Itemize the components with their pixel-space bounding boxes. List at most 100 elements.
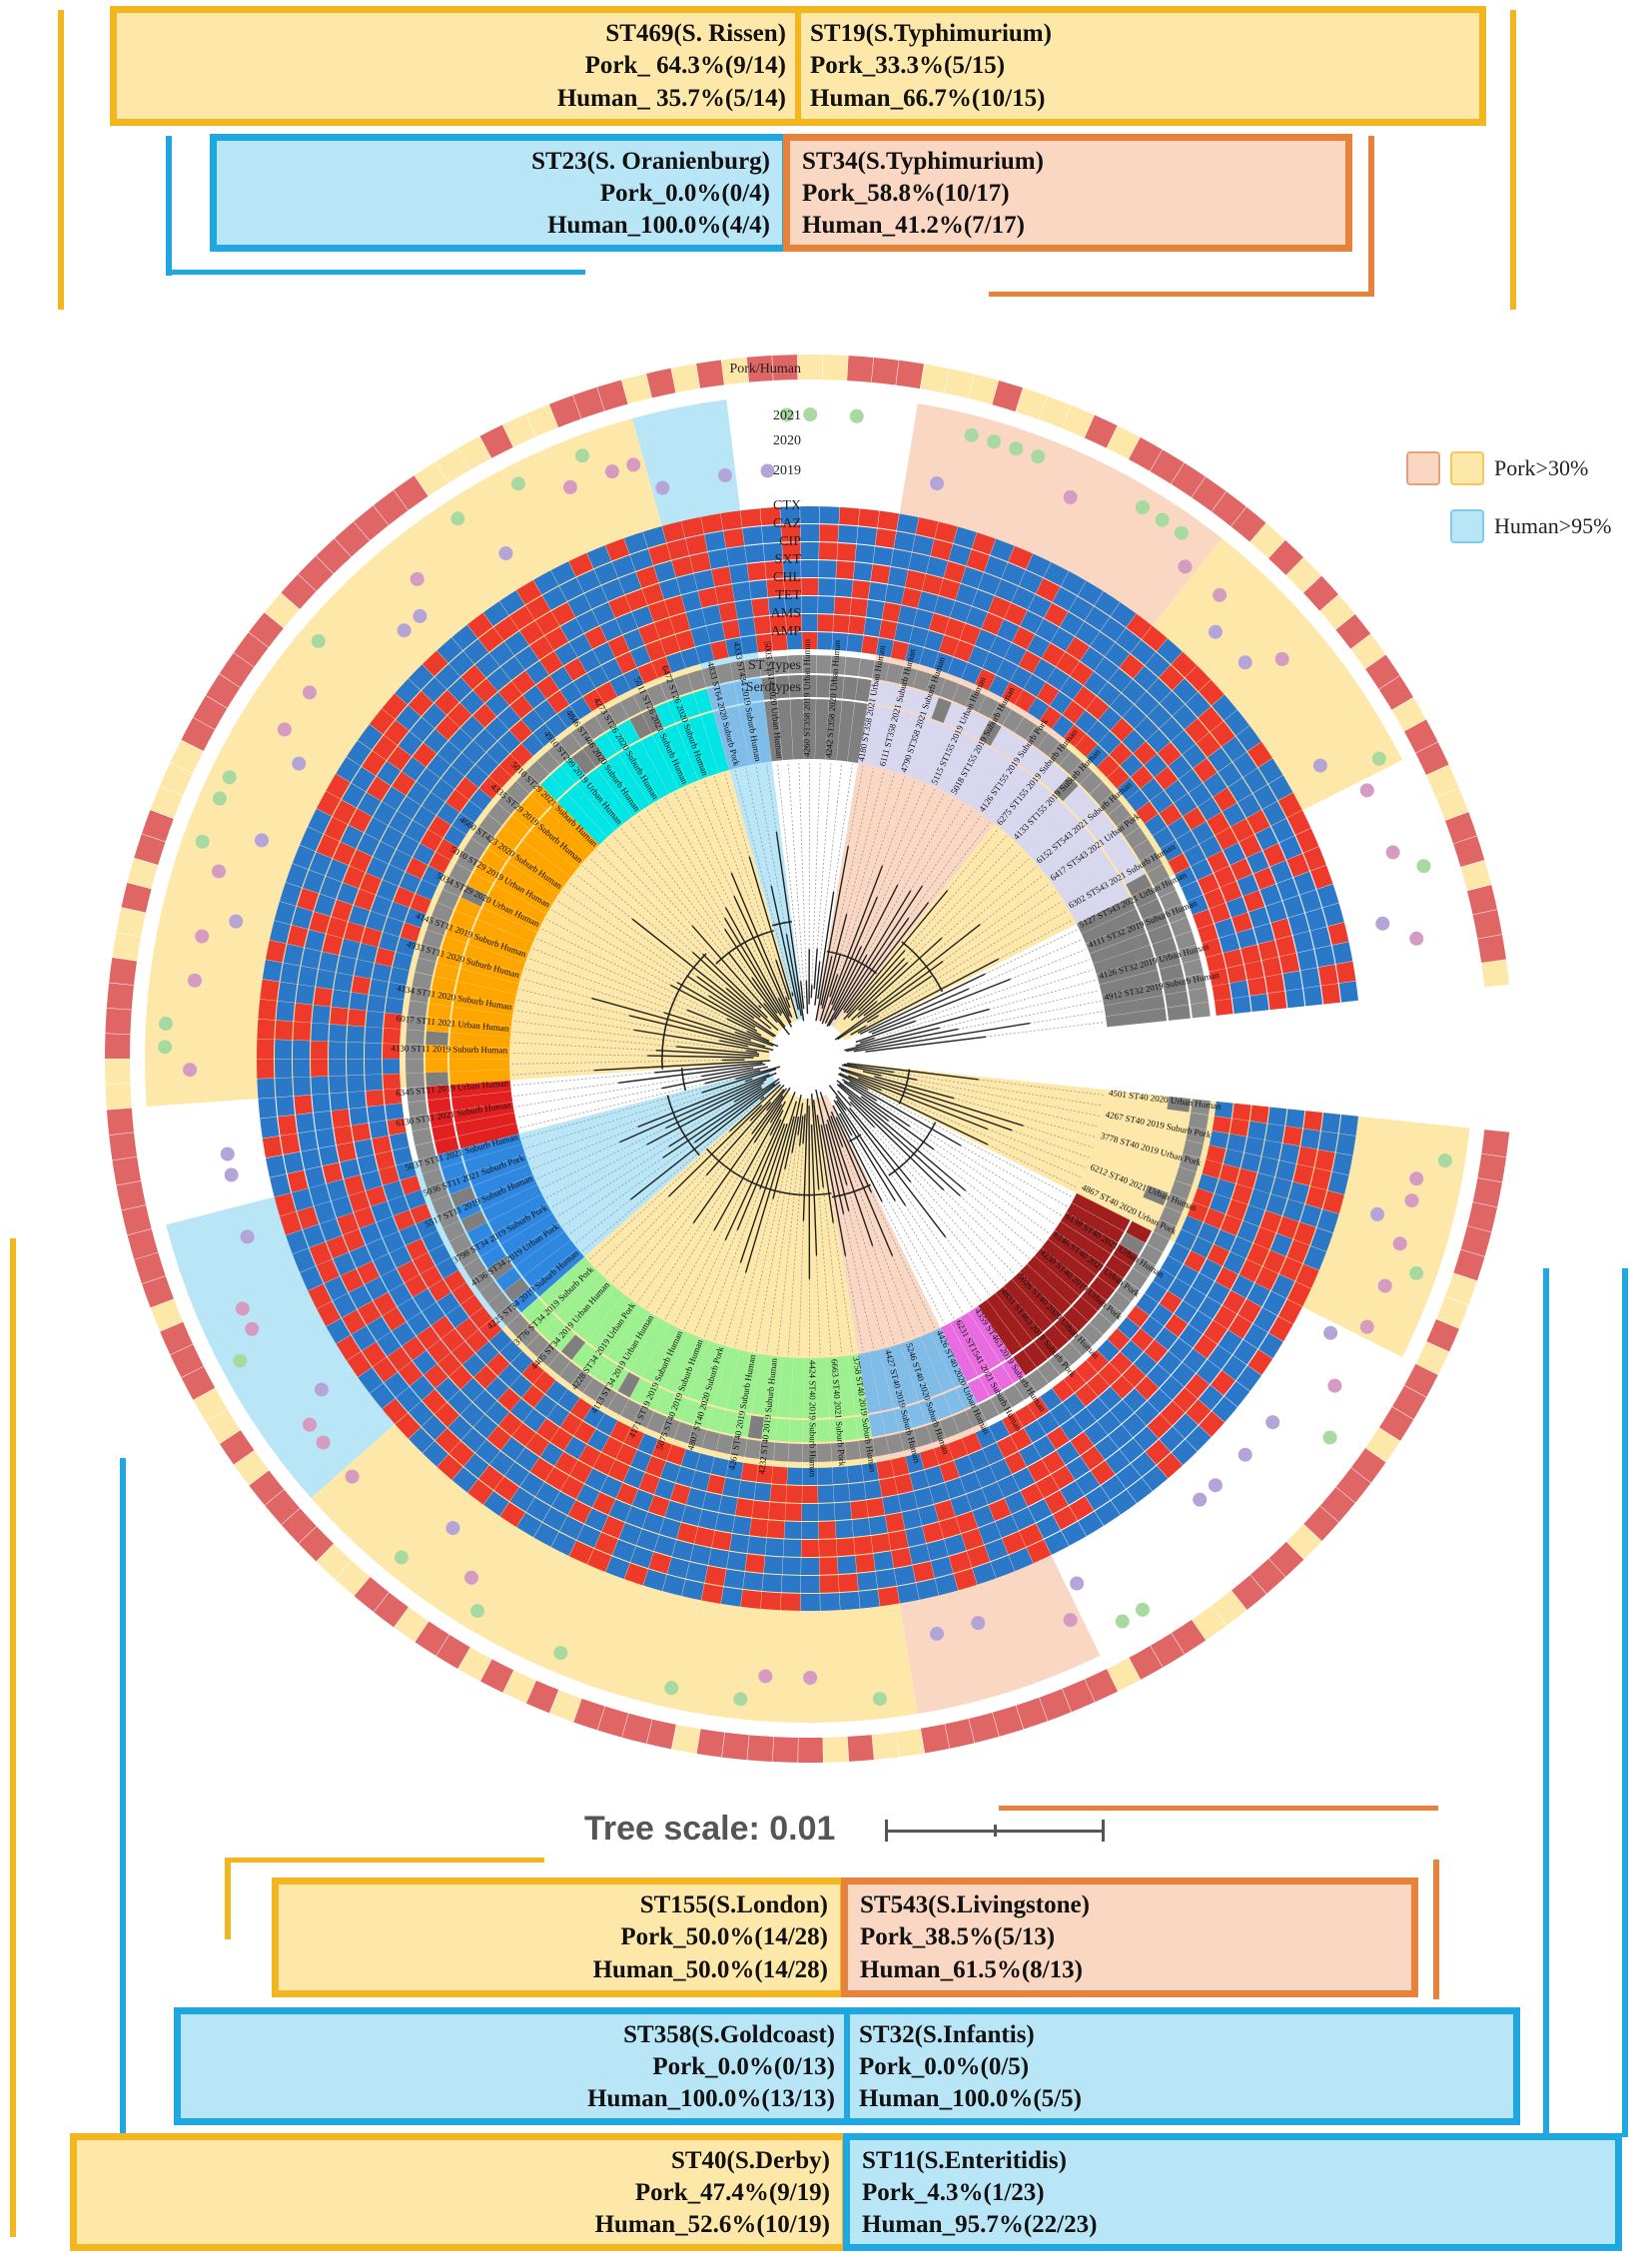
serotype-cell (1138, 898, 1164, 920)
amr-cell (576, 569, 601, 593)
amr-cell (360, 1222, 383, 1245)
serotype-cell (881, 682, 899, 708)
year-marker (553, 1646, 568, 1661)
amr-cell (1223, 1148, 1243, 1168)
amr-cell (864, 1480, 882, 1500)
amr-cell (760, 1591, 781, 1611)
amr-cell (405, 908, 426, 928)
amr-cell (461, 740, 486, 764)
amr-cell (786, 632, 803, 650)
amr-cell (1135, 1400, 1160, 1426)
amr-cell (715, 1513, 735, 1533)
amr-cell (1265, 901, 1287, 923)
amr-cell (924, 630, 945, 652)
st-type-cell (920, 724, 955, 785)
amr-cell (1160, 839, 1184, 862)
box-st23-human: Human_100.0%(4/4) (547, 211, 770, 239)
pork-human-cell (181, 1366, 216, 1400)
amr-cell (336, 1334, 362, 1361)
st-type-cell (454, 1113, 517, 1136)
pork-human-cell (121, 882, 152, 913)
st-types-cell (526, 1333, 549, 1357)
serotype-cell (1023, 1341, 1048, 1368)
serotype-cell (426, 1017, 450, 1033)
st-types-cell (582, 1377, 605, 1401)
legend-pork-swatch-yellow (1450, 451, 1484, 485)
amr-cell (659, 1517, 681, 1540)
amr-cell (389, 811, 413, 835)
st-types-cell (1186, 1126, 1207, 1144)
serotype-cell (956, 1383, 978, 1409)
serotype-cell (440, 936, 466, 956)
st-type-cell (1034, 1247, 1089, 1295)
amr-cell (472, 678, 498, 703)
amr-cell (340, 1158, 361, 1179)
amr-cell (982, 1482, 1005, 1505)
st-types-cell (462, 838, 486, 860)
amr-cell (544, 626, 569, 651)
amr-cell (1247, 1121, 1267, 1140)
amr-cell (1279, 953, 1300, 974)
amr-cell (258, 1098, 278, 1119)
amr-cell (557, 1389, 580, 1412)
amr-cell (1010, 1428, 1033, 1451)
amr-cell (891, 1547, 913, 1568)
box-divider (795, 13, 801, 119)
pork-human-cell (1378, 675, 1413, 710)
serotype-cell (540, 775, 565, 801)
amr-cell (497, 1387, 521, 1412)
amr-cell (1036, 1474, 1060, 1499)
amr-cell (455, 1317, 479, 1341)
amr-cell (1044, 1530, 1070, 1555)
st-type-cell (676, 1336, 709, 1398)
st-type-cell (454, 981, 516, 1006)
amr-cell (1286, 1281, 1311, 1307)
amr-cell (1004, 602, 1028, 626)
amr-cell (801, 613, 818, 632)
amr-cell (1282, 895, 1304, 918)
amr-cell (465, 1329, 489, 1353)
amr-cell (336, 955, 357, 976)
st-types-cell (788, 1443, 803, 1462)
st-types-cell (410, 1114, 430, 1131)
amr-cell (1224, 709, 1249, 736)
st-type-cell (586, 768, 632, 824)
amr-cell (549, 666, 573, 690)
st-types-cell (455, 850, 479, 872)
year-marker (758, 1669, 773, 1684)
amr-cell (266, 1154, 287, 1178)
legend-pork-swatch-orange (1406, 451, 1440, 485)
amr-cell (469, 788, 492, 811)
amr-cell (972, 1505, 995, 1528)
amr-cell (837, 1555, 857, 1575)
pork-human-cell (193, 1388, 228, 1422)
year-marker (1323, 1325, 1338, 1340)
amr-cell (301, 948, 322, 970)
amr-cell (445, 789, 469, 813)
amr-cell (1213, 787, 1238, 812)
amr-cell (771, 632, 788, 651)
st-types-cell (729, 660, 747, 681)
pork-human-cell (549, 1690, 582, 1723)
amr-cell (415, 879, 437, 901)
pork-human-cell (747, 1735, 774, 1763)
serotype-cell (1112, 850, 1139, 874)
amr-cell (1086, 1349, 1110, 1373)
amr-cell (897, 605, 918, 626)
box-st358-human: Human_100.0%(13/13) (587, 2084, 835, 2112)
st-type-cell (930, 1327, 967, 1387)
amr-cell (769, 1484, 787, 1503)
amr-cell (460, 1427, 486, 1453)
year-marker (760, 463, 775, 478)
pork-human-cell (772, 1737, 798, 1763)
st-type-cell (451, 1007, 513, 1027)
box-st40: ST40(S.Derby) Pork_47.4%(9/19) Human_52.… (70, 2133, 849, 2251)
amr-cell (1189, 783, 1213, 807)
amr-cell (1168, 755, 1193, 780)
st-types-cell (633, 1405, 654, 1428)
amr-cell (1200, 1258, 1223, 1281)
st-type-cell (522, 830, 577, 878)
amr-cell (721, 619, 741, 640)
serotype-cell (1072, 1296, 1098, 1322)
amr-cell (313, 987, 333, 1007)
